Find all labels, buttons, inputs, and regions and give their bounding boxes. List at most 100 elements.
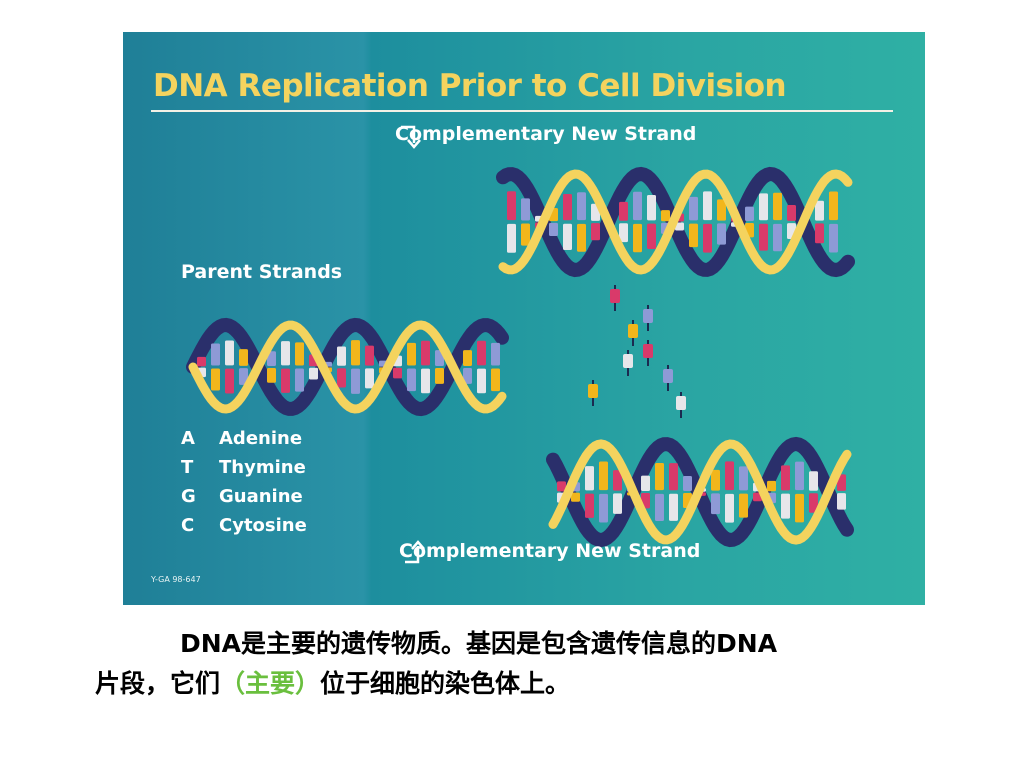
lower-daughter-helix-base-pair [781,465,790,491]
upper-daughter-helix-base-pair [647,195,656,221]
lower-daughter-helix-base-pair [599,461,608,491]
lower-daughter-helix-base-pair [669,493,678,521]
upper-daughter-helix-base-pair [549,222,558,237]
legend-row-guanine: G Guanine [181,486,303,507]
upper-daughter-helix-base-pair [829,191,838,221]
free-nucleotide [588,384,598,398]
upper-daughter-helix-base-pair [563,193,572,221]
lower-daughter-helix-ribbon-strand [548,439,852,545]
parent-helix-base-pair [337,368,346,388]
upper-daughter-helix-base-pair [759,223,768,251]
parent-helix-base-pair [477,368,486,394]
upper-daughter-helix-base-pair [647,223,656,249]
parent-helix-base-pair [407,368,416,392]
parent-helix-base-pair [351,340,360,366]
caption-line-2: 片段，它们（主要）位于细胞的染色体上。 [95,669,571,698]
lower-daughter-helix-base-pair [655,462,664,491]
complementary-strand-top-label: Complementary New Strand [395,123,696,149]
parent-helix-base-pair [309,367,318,380]
dna-replication-figure: DNA Replication Prior to Cell Division C… [123,32,925,605]
parent-helix-base-pair [491,342,500,366]
parent-helix-base-pair [295,342,304,366]
parent-helix-base-pair [225,368,234,394]
lower-daughter-helix-base-pair [585,466,594,491]
parent-helix-base-pair [407,342,416,366]
parent-helix-base-pair [239,349,248,366]
upper-daughter-helix-base-pair [577,223,586,252]
lower-daughter-helix-base-pair [739,466,748,491]
parent-helix-base-pair [463,350,472,366]
lower-daughter-helix-base-pair [599,493,608,523]
parent-helix-base-pair [337,346,346,366]
upper-daughter-helix-base-pair [689,196,698,221]
upper-daughter-helix-base-pair [773,223,782,252]
parent-helix-base-pair [435,368,444,384]
parent-helix-backbone-strand [186,317,509,417]
legend-row-thymine: T Thymine [181,457,306,478]
upper-daughter-helix-base-pair [507,223,516,253]
lower-daughter-helix-base-pair [585,493,594,518]
free-nucleotide [643,309,653,323]
upper-daughter-helix-base-pair [619,201,628,221]
lower-daughter-helix-base-pair [613,470,622,491]
parent-helix-base-pair [393,367,402,379]
upper-daughter-helix-base-pair [577,192,586,221]
upper-daughter-helix-base-pair [829,223,838,253]
upper-daughter-helix-base-pair [745,206,754,222]
lower-daughter-helix-base-pair [781,493,790,519]
free-nucleotide [663,369,673,383]
free-nucleotide [628,324,638,338]
upper-daughter-helix-base-pair [815,223,824,244]
lower-daughter-helix-base-pair [739,493,748,518]
upper-daughter-helix-base-pair [717,223,726,245]
parent-helix-base-pair [211,343,220,366]
upper-daughter-helix-base-pair [521,198,530,221]
caption-line-1: DNA是主要的遗传物质。基因是包含遗传信息的DNA [180,629,778,658]
parent-helix-base-pair [463,368,472,384]
upper-daughter-helix-base-pair [689,223,698,248]
lower-daughter-helix-base-pair [571,492,580,502]
legend-row-adenine: A Adenine [181,428,303,449]
lower-daughter-helix-base-pair [795,493,804,523]
lower-daughter-helix-base-pair [683,475,692,491]
upper-daughter-helix-base-pair [675,222,684,231]
upper-daughter-helix-base-pair [591,223,600,241]
lower-daughter-helix-base-pair [767,480,776,492]
base-legend: A Adenine T Thymine G Guanine C Cytosine [181,428,307,544]
lower-daughter-helix-base-pair [795,461,804,491]
free-nucleotide [623,354,633,368]
lower-daughter-helix-base-pair [669,463,678,491]
lower-daughter-helix-base-pair [655,493,664,522]
dna-helix-illustration [186,166,855,548]
parent-helix-base-pair [351,368,360,394]
parent-helix-base-pair [211,368,220,391]
free-nucleotide [610,289,620,303]
parent-helix-base-pair [197,356,206,367]
lower-daughter-helix-base-pair [725,461,734,491]
upper-daughter-helix-base-pair [619,223,628,243]
parent-helix-base-pair [365,368,374,389]
caption-text: DNA是主要的遗传物质。基因是包含遗传信息的DNA 片段，它们（主要）位于细胞的… [95,624,955,704]
upper-daughter-helix-base-pair [661,210,670,222]
parent-helix-base-pair [281,368,290,393]
parent-helix-base-pair [491,368,500,392]
parent-helix-base-pair [365,345,374,366]
lower-daughter-helix-base-pair [613,493,622,514]
upper-daughter-helix-base-pair [815,200,824,221]
lower-daughter-helix-base-pair [711,469,720,491]
arrow-down-icon [401,125,421,149]
parent-helix-base-pair [421,368,430,394]
upper-daughter-helix-base-pair [703,223,712,253]
upper-daughter-helix-ribbon-strand [498,169,853,275]
lower-daughter-helix-base-pair [557,481,566,492]
free-nucleotide [676,396,686,410]
parent-helix-base-pair [295,368,304,392]
arrow-up-icon [405,540,425,564]
upper-daughter-helix-base-pair [633,223,642,253]
figure-title: DNA Replication Prior to Cell Division [153,68,787,104]
legend-row-cytosine: C Cytosine [181,515,307,536]
lower-daughter-helix-base-pair [809,493,818,513]
caption-emphasis: （主要） [220,669,321,698]
parent-helix-base-pair [281,341,290,366]
upper-daughter-helix-base-pair [773,192,782,221]
